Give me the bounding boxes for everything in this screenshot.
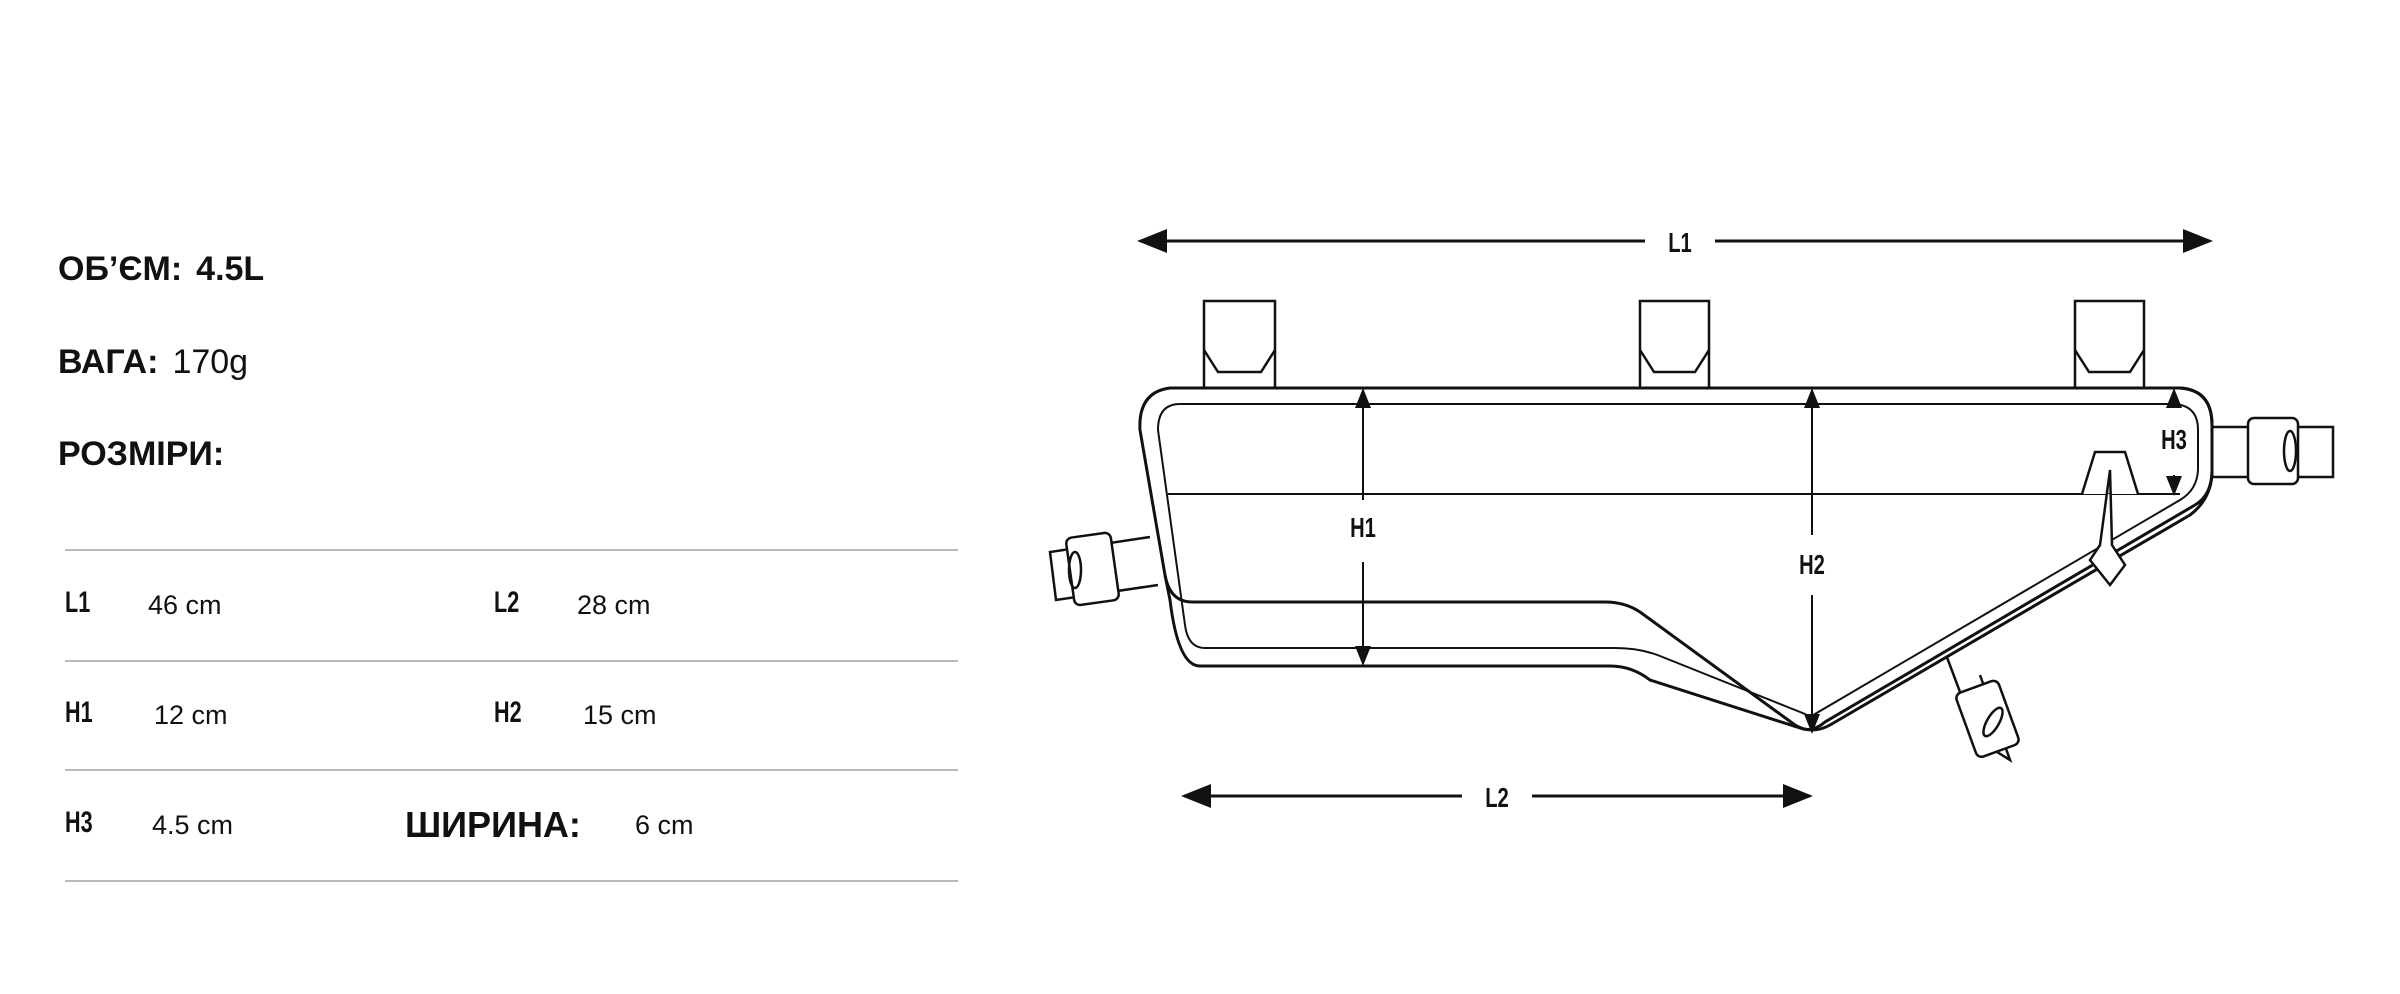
h1-label: H1 (1350, 513, 1376, 544)
dim-value-h2: 15 cm (583, 700, 657, 730)
dim-value-h1: 12 cm (154, 700, 228, 730)
top-strap (1638, 299, 1711, 390)
volume-label: ОБ’ЄМ: (58, 250, 183, 288)
top-strap (1202, 299, 1277, 390)
table-divider (65, 769, 958, 771)
top-strap (2073, 299, 2146, 390)
dim-label-h3: H3 (65, 806, 93, 839)
dim-value-l2: 28 cm (577, 590, 651, 620)
l2-label: L2 (1485, 783, 1509, 814)
dim-value-l1: 46 cm (148, 590, 222, 620)
right-buckle (2200, 416, 2335, 486)
h2-label: H2 (1799, 550, 1825, 581)
h3-label: H3 (2161, 425, 2187, 456)
weight-spec: ВАГА: 170g (58, 343, 248, 382)
left-buckle (1048, 531, 1159, 607)
table-divider (65, 660, 958, 662)
volume-spec: ОБ’ЄМ: 4.5L (58, 250, 264, 289)
dim-label-l1: L1 (65, 586, 91, 619)
dimensions-heading: РОЗМІРИ: (58, 435, 225, 473)
dim-label-h2: H2 (494, 696, 522, 729)
weight-label: ВАГА: (58, 343, 159, 381)
volume-value: 4.5L (196, 250, 265, 288)
bottom-strap (1943, 651, 2020, 763)
l1-label: L1 (1668, 228, 1692, 259)
dim-label-h1: H1 (65, 696, 93, 729)
dim-label-width: ШИРИНА: (405, 804, 581, 845)
bag-outline-outer (1163, 386, 2214, 732)
dim-value-width: 6 cm (635, 810, 694, 840)
bag-outline (1138, 386, 2214, 731)
table-divider (65, 880, 958, 882)
zipper-pull (2080, 450, 2140, 588)
weight-value: 170g (172, 343, 249, 381)
dim-label-l2: L2 (494, 586, 520, 619)
table-divider (65, 549, 958, 551)
dim-value-h3: 4.5 cm (152, 810, 234, 840)
